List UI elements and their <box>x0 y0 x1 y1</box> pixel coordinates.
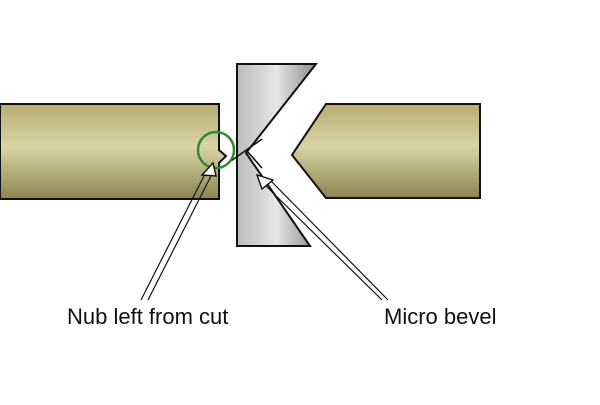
micro-bevel-line-lower <box>245 149 263 169</box>
bevel-callout-line-b <box>270 180 389 301</box>
bevel-callout-line-a <box>265 185 383 301</box>
nub-highlight-ring <box>196 130 236 170</box>
cutter-blade <box>236 63 319 247</box>
left-wire-piece <box>0 103 228 200</box>
nub-callout-arrowhead <box>200 161 217 177</box>
nub-callout-line-a <box>140 169 208 301</box>
bevel-callout-arrowhead <box>255 173 275 191</box>
micro-bevel-line-upper <box>227 138 263 164</box>
nub-label: Nub left from cut <box>67 304 229 329</box>
nub-callout-line-b <box>147 171 214 301</box>
right-wire-piece <box>290 103 481 199</box>
micro-bevel-label: Micro bevel <box>384 304 497 329</box>
